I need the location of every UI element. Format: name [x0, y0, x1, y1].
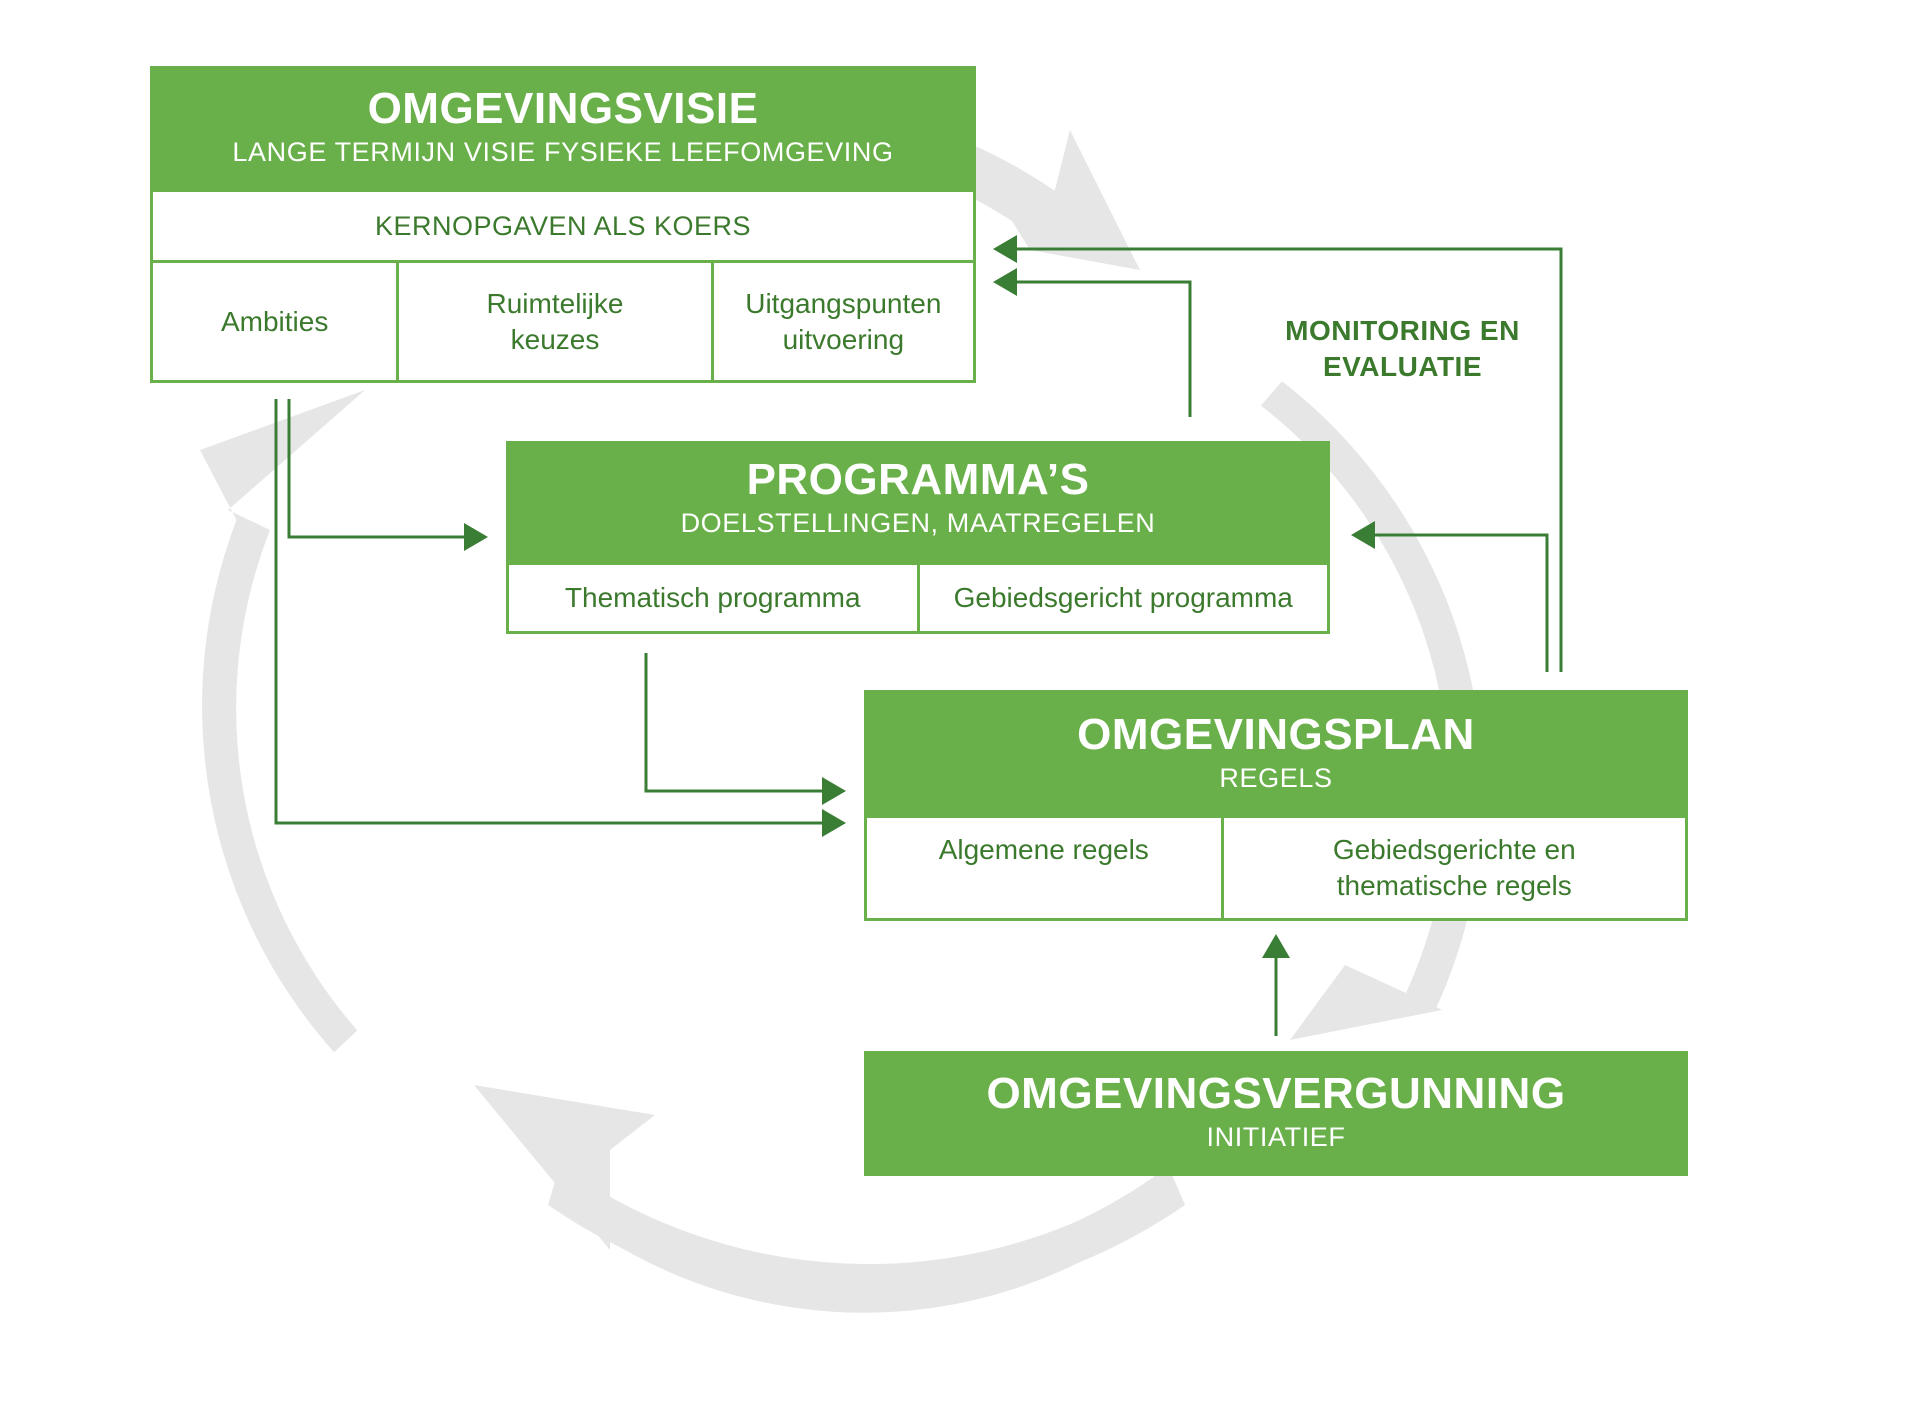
arrowhead-plan-in-lower	[822, 809, 846, 837]
omgevingsplan-subtitle: REGELS	[1219, 763, 1333, 794]
omgevingsvergunning-subtitle: INITIATIEF	[1206, 1122, 1346, 1153]
programmas-header: PROGRAMMA’S DOELSTELLINGEN, MAATREGELEN	[506, 441, 1330, 565]
arrowhead-programmas-in	[464, 523, 488, 551]
flow-feedback-programmas-to-visie	[1017, 280, 1192, 417]
arrowhead-programmas-feedback	[1351, 521, 1375, 549]
programmas-body: Thematisch programma Gebiedsgericht prog…	[506, 565, 1330, 634]
monitoring-evaluatie-label: MONITORING EN EVALUATIE	[1285, 315, 1520, 382]
flow-visie-to-plan	[274, 399, 823, 825]
cycle-arrow-left	[200, 390, 365, 1053]
flow-feedback-plan-to-visie	[1017, 247, 1563, 672]
omgevingsplan-body: Algemene regels Gebiedsgerichte en thema…	[864, 818, 1688, 921]
block-omgevingsvergunning: OMGEVINGSVERGUNNING INITIATIEF	[864, 1051, 1688, 1176]
omgevingsvisie-body: KERNOPGAVEN ALS KOERS Ambities Ruimtelij…	[150, 192, 976, 383]
programmas-subtitle: DOELSTELLINGEN, MAATREGELEN	[680, 508, 1156, 539]
omgevingsvisie-title: OMGEVINGSVISIE	[367, 84, 759, 133]
cell-ambities: Ambities	[220, 305, 329, 337]
omgevingsvisie-cells: Ambities Ruimtelijke keuzes Uitgangspunt…	[153, 263, 973, 380]
omgevingsvergunning-header: OMGEVINGSVERGUNNING INITIATIEF	[864, 1051, 1688, 1176]
omgevingsvisie-subtitle: LANGE TERMIJN VISIE FYSIEKE LEEFOMGEVING	[232, 137, 894, 168]
block-omgevingsvisie: OMGEVINGSVISIE LANGE TERMIJN VISIE FYSIE…	[150, 66, 976, 383]
block-omgevingsplan: OMGEVINGSPLAN REGELS Algemene regels Geb…	[864, 690, 1688, 921]
omgevingsplan-header: OMGEVINGSPLAN REGELS	[864, 690, 1688, 818]
omgevingsvergunning-title: OMGEVINGSVERGUNNING	[986, 1069, 1566, 1118]
programmas-title: PROGRAMMA’S	[746, 455, 1090, 504]
kernopgaven-band: KERNOPGAVEN ALS KOERS	[153, 192, 973, 263]
cell-uitgangspunten-uitvoering: Uitgangspunten uitvoering	[710, 263, 973, 380]
flow-programmas-to-plan	[644, 653, 823, 793]
arrowhead-plan-in-upper	[822, 777, 846, 805]
cycle-arrow-bottom-join	[548, 1165, 1185, 1305]
programmas-cells: Thematisch programma Gebiedsgericht prog…	[509, 565, 1327, 631]
cell-gebiedsgericht-programma: Gebiedsgericht programma	[916, 565, 1328, 631]
arrowhead-visie-feedback-upper	[993, 235, 1017, 263]
cycle-arrow-right	[1260, 381, 1484, 1040]
flow-visie-to-programmas	[287, 399, 465, 539]
cell-algemene-regels: Algemene regels	[938, 834, 1149, 865]
omgevingsvisie-header: OMGEVINGSVISIE LANGE TERMIJN VISIE FYSIE…	[150, 66, 976, 192]
flow-feedback-plan-to-programmas	[1375, 533, 1549, 672]
cell-thematisch-programma: Thematisch programma	[564, 582, 861, 614]
arrowhead-plan-from-vergunning	[1262, 934, 1290, 958]
block-programmas: PROGRAMMA’S DOELSTELLINGEN, MAATREGELEN …	[506, 441, 1330, 634]
cell-gebiedsgerichte-regels: Gebiedsgerichte en thematische regels	[1220, 818, 1686, 918]
omgevingsplan-cells: Algemene regels Gebiedsgerichte en thema…	[867, 818, 1685, 918]
cell-ruimtelijke-keuzes: Ruimtelijke keuzes	[396, 263, 710, 380]
omgevingsplan-title: OMGEVINGSPLAN	[1077, 710, 1475, 759]
arrowhead-visie-feedback-lower	[993, 268, 1017, 296]
